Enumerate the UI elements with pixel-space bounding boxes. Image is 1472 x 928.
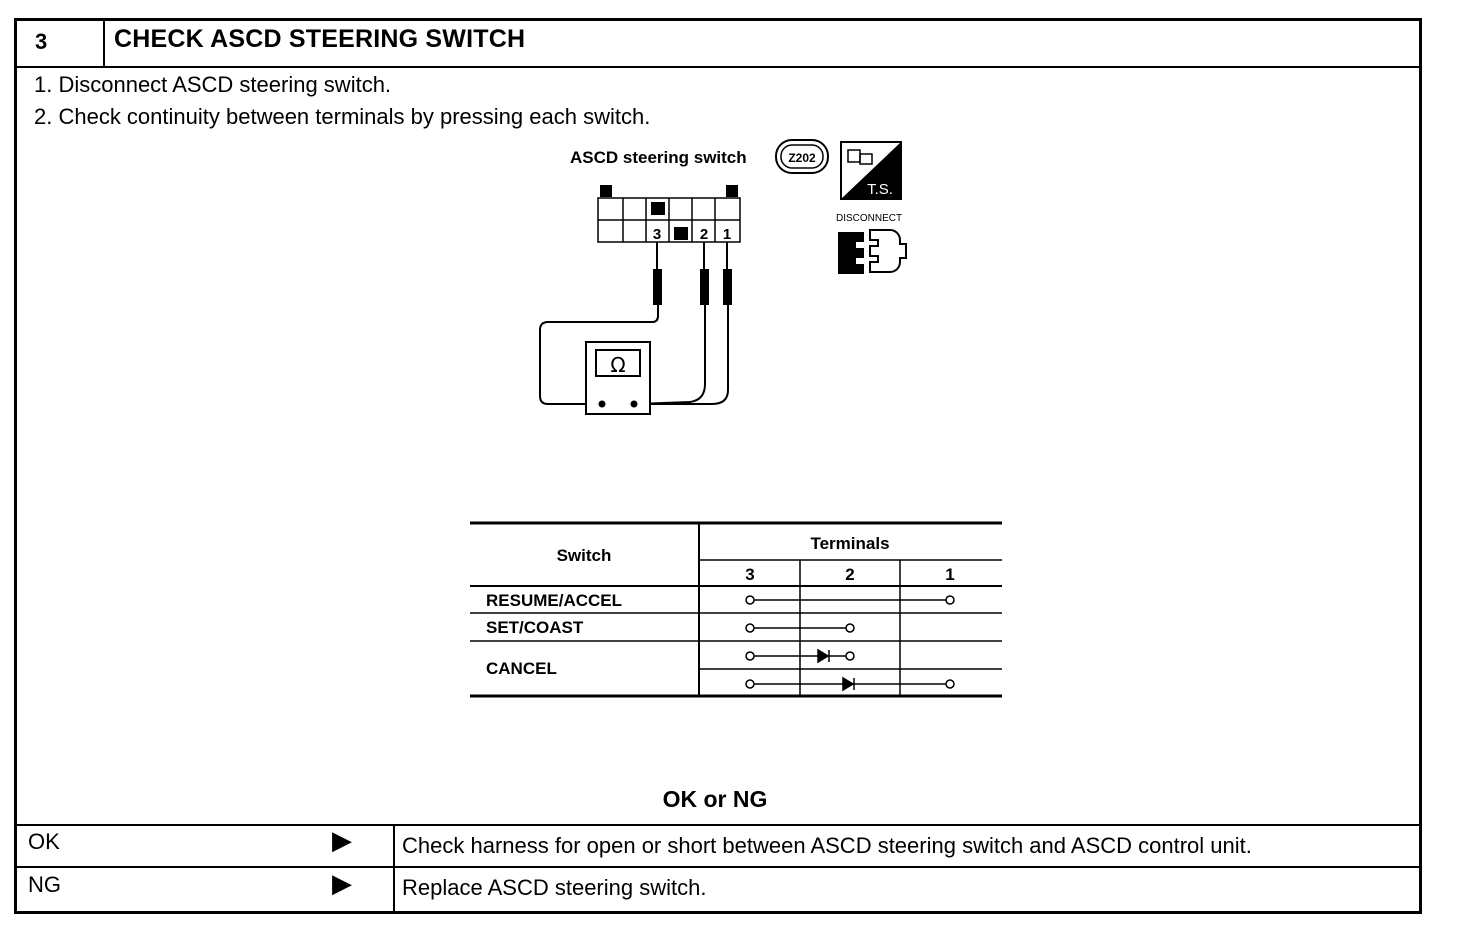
ohm-symbol: Ω [610,353,625,377]
play-arrow-icon: ▶ [332,869,352,899]
col-terminals-header: Terminals [810,534,889,553]
disconnect-icon [838,229,907,274]
terminal-label: 3 [653,226,661,243]
row-label-cancel: CANCEL [486,659,557,678]
procedure-frame [14,18,1422,914]
ok-label: OK [28,829,60,854]
page-title: CHECK ASCD STEERING SWITCH [114,25,526,53]
result-column-separator [393,824,395,912]
connector-icon: Z202 [775,139,829,174]
row-label-resume: RESUME/ACCEL [486,591,622,610]
step-2: 2. Check continuity between terminals by… [34,104,651,129]
header-divider [14,66,1422,68]
connector-code: Z202 [788,151,816,165]
ng-label: NG [28,872,61,897]
ts-label: T.S. [867,181,893,198]
connector-block: 3 2 1 [597,185,741,243]
result-divider-mid [14,866,1422,868]
ohmmeter: Ω [585,341,651,415]
terminal-header: 2 [845,565,854,584]
diagram-label: ASCD steering switch [570,148,747,167]
tester-icon: T.S. [840,141,902,200]
col-switch-header: Switch [557,546,612,565]
row-label-set: SET/COAST [486,618,584,637]
result-question: OK or NG [662,786,768,812]
terminal-label: 1 [723,226,731,243]
ng-action-text: Replace ASCD steering switch. [402,875,707,900]
terminal-label: 2 [700,226,708,243]
play-arrow-icon: ▶ [332,826,352,856]
terminal-header: 3 [745,565,754,584]
result-divider-top [14,824,1422,826]
step-1: 1. Disconnect ASCD steering switch. [34,72,392,97]
ok-action-text: Check harness for open or short between … [402,833,1252,858]
step-number: 3 [17,21,105,67]
continuity-marks [745,595,955,692]
disconnect-label: DISCONNECT [836,213,902,224]
terminal-header: 1 [945,565,954,584]
probe-leads [539,242,732,405]
